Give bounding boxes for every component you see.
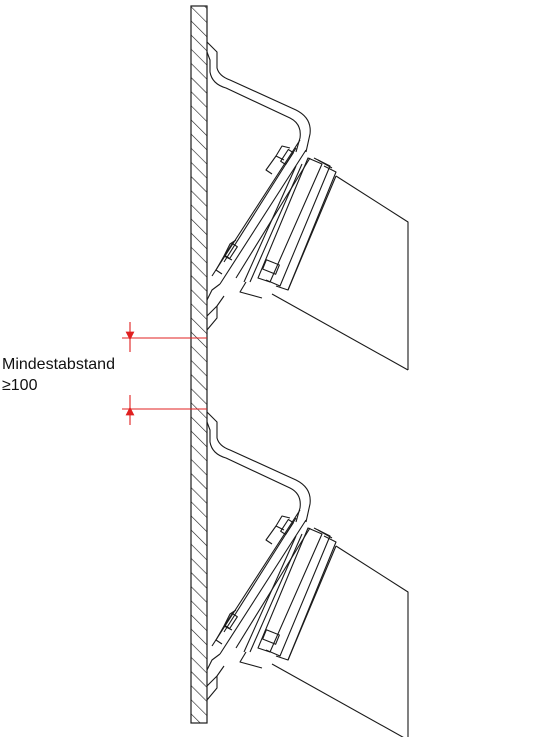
wall	[190, 5, 208, 724]
fitting-upper	[206, 41, 409, 371]
fitting-lower	[206, 411, 409, 737]
min-distance-label: Mindestabstand	[2, 356, 115, 373]
min-distance-value: ≥100	[2, 377, 38, 394]
dimension-min-distance	[122, 322, 207, 425]
